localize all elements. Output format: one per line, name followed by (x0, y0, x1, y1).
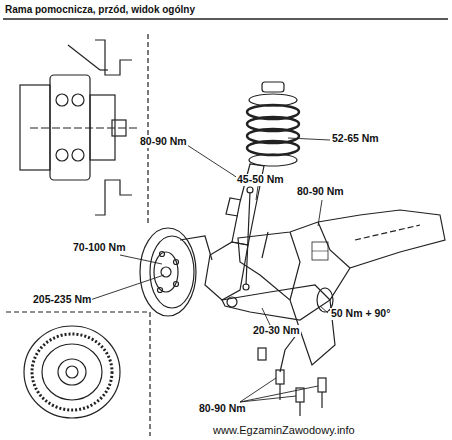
torque-value: 52-65 Nm (331, 133, 380, 145)
subframe (238, 210, 445, 372)
hub-bearing-section (20, 40, 140, 215)
torque-value: 70-100 Nm (72, 242, 127, 254)
torque-value: 45-50 Nm (236, 174, 285, 186)
torque-value: 80-90 Nm (198, 403, 247, 415)
figure-title: Rama pomocnicza, przód, widok ogólny (4, 4, 196, 15)
spring-strut (226, 82, 299, 290)
torque-value: 80-90 Nm (139, 136, 188, 148)
sensor-icon (312, 242, 328, 260)
torque-value: 80-90 Nm (296, 186, 345, 198)
knuckle-and-disc (140, 228, 248, 316)
torque-value: 205-235 Nm (32, 294, 92, 306)
abs-ring-inset (24, 326, 120, 418)
inset-frames (6, 34, 150, 436)
torque-value: 50 Nm + 90° (330, 308, 391, 320)
torque-value: 20-30 Nm (252, 325, 301, 337)
leader-lines (90, 138, 330, 402)
title-rule (3, 18, 448, 19)
watermark: www.EgzaminZawodowy.info (212, 424, 356, 436)
bolts (258, 348, 326, 416)
